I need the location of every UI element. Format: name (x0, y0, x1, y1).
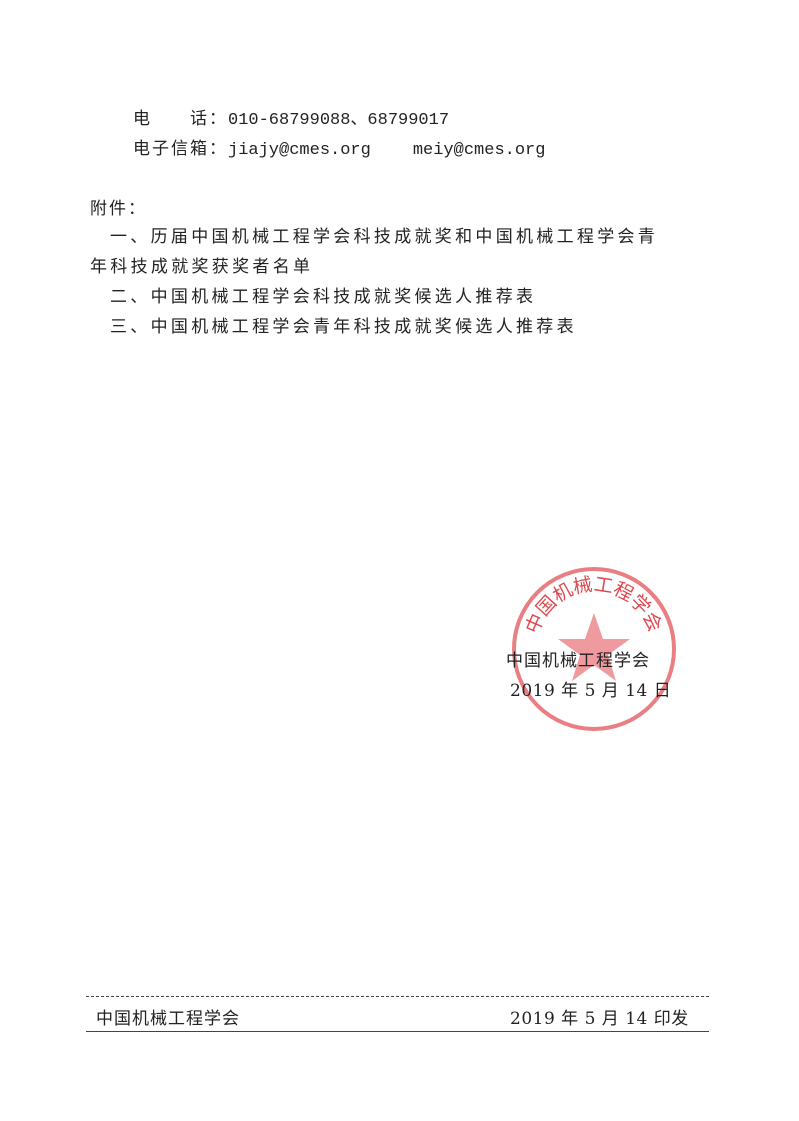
footer-issue-date: 2019 年 5 月 14 印发 (510, 1009, 689, 1029)
footer-org: 中国机械工程学会 (96, 1009, 240, 1029)
email-label: 电子信箱： (133, 139, 228, 159)
footer-top-rule (86, 996, 709, 997)
phone-value: 010-68799088、68799017 (228, 111, 450, 130)
official-seal: 中国机械工程学会 (512, 567, 676, 731)
signature-org: 中国机械工程学会 (506, 651, 650, 671)
attachments-heading: 附件： (90, 199, 147, 219)
phone-line: 电 话：010-68799088、68799017 (133, 104, 449, 130)
attachment-item-2: 二、中国机械工程学会科技成就奖候选人推荐表 (110, 287, 537, 307)
email-2[interactable]: meiy@cmes.org (412, 141, 546, 160)
email-line: 电子信箱：jiajy@cmes.org meiy@cmes.org (133, 134, 545, 160)
email-1[interactable]: jiajy@cmes.org (228, 141, 371, 160)
signature-date: 2019 年 5 月 14 日 (510, 681, 672, 701)
seal-star-icon (558, 613, 630, 681)
footer-bottom-rule (86, 1031, 709, 1032)
attachment-item-3: 三、中国机械工程学会青年科技成就奖候选人推荐表 (110, 317, 577, 337)
attachment-item-1-cont: 年科技成就奖获奖者名单 (90, 257, 314, 277)
attachment-item-1: 一、历届中国机械工程学会科技成就奖和中国机械工程学会青 (110, 227, 659, 247)
phone-label: 电 话： (133, 109, 228, 129)
